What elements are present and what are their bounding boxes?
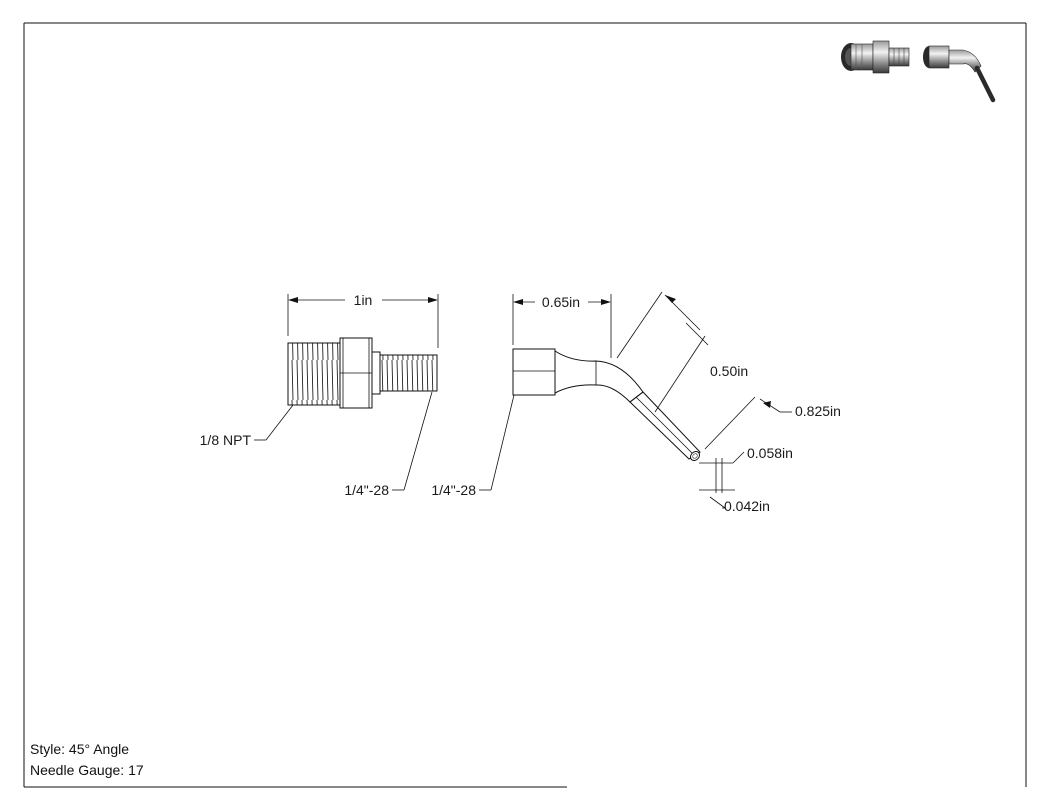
- dim-label-0-65in: 0.65in: [542, 294, 580, 310]
- leader-adapter-thread: 1/4"-28: [344, 391, 433, 498]
- dimension-0-825in: 0.825in: [704, 396, 841, 450]
- callout-adapter-thread: 1/4"-28: [344, 482, 389, 498]
- dim-label-0-50in: 0.50in: [710, 363, 748, 379]
- gauge-note: Needle Gauge: 17: [30, 762, 144, 778]
- style-note: Style: 45° Angle: [30, 741, 129, 757]
- callout-npt: 1/8 NPT: [200, 432, 252, 448]
- dim-label-0-042in: 0.042in: [724, 498, 770, 514]
- adapter-thumbnail-icon: [841, 40, 910, 74]
- sheet-border: [23, 22, 1027, 788]
- leader-npt: 1/8 NPT: [200, 404, 294, 448]
- dimension-0-058in: 0.058in: [699, 445, 793, 493]
- dimension-1in: 1in: [287, 292, 439, 348]
- dimension-0-50in: 0.50in: [616, 291, 748, 413]
- callout-needle-thread: 1/4"-28: [431, 482, 476, 498]
- adapter-fitting: [287, 337, 438, 409]
- dimension-0-042in: 0.042in: [699, 489, 770, 514]
- dimension-0-65in: 0.65in: [512, 294, 612, 358]
- leader-needle-thread: 1/4"-28: [431, 394, 515, 498]
- angled-needle: [512, 348, 701, 462]
- dim-label-0-825in: 0.825in: [795, 403, 841, 419]
- angled-needle-thumbnail-icon: [923, 45, 996, 103]
- dim-label-0-058in: 0.058in: [747, 445, 793, 461]
- dim-label-1in: 1in: [354, 292, 373, 308]
